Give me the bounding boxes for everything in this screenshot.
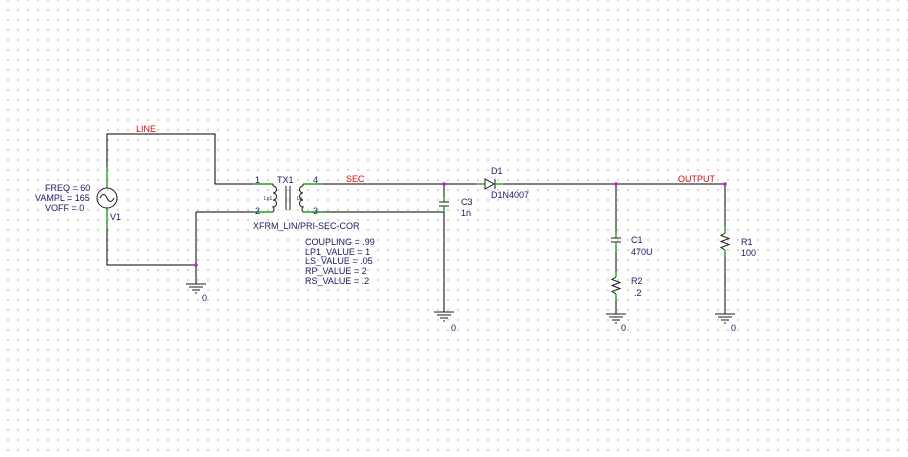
wire-line-net[interactable] [106,133,253,185]
tx1-pin2: 2 [255,206,260,216]
junction-sec[interactable] [442,182,446,186]
vsin-source-v1[interactable]: FREQ = 60 VAMPL = 165 VOFF = 0 V1 [35,167,121,229]
net-label-line[interactable]: LINE [136,124,156,134]
ground-3-label: 0 [621,323,626,333]
junction-c1[interactable] [614,182,618,186]
junctions [194,182,727,267]
d1-ref[interactable]: D1 [491,166,503,176]
tx1-primary-coil-label: Lp1 [264,196,273,202]
ground-2[interactable]: 0 [434,311,456,333]
tx1-secondary-coil-label: Ls [297,196,303,202]
tx1-param-ls[interactable]: LS_VALUE = .05 [305,256,373,266]
net-label-sec[interactable]: SEC [346,174,365,184]
ground-3[interactable]: 0 [606,313,626,333]
v1-ref[interactable]: V1 [110,212,121,222]
wire-v1-gnd[interactable] [106,229,196,266]
c1-ref[interactable]: C1 [631,235,643,245]
resistor-r2[interactable]: R2 .2 [610,272,643,314]
primary-coil [271,185,277,213]
r1-ref[interactable]: R1 [741,237,753,247]
ground-1[interactable]: 0 [186,283,207,303]
c3-value[interactable]: 1n [461,208,471,218]
tx1-param-lp1[interactable]: LP1_VALUE = 1 [305,247,370,257]
net-label-output[interactable]: OUTPUT [678,174,716,184]
r2-value[interactable]: .2 [634,288,642,298]
secondary-coil [299,185,305,213]
v1-param-voff[interactable]: VOFF = 0 [45,203,84,213]
d1-model[interactable]: D1N4007 [491,190,529,200]
tx1-param-rp[interactable]: RP_VALUE = 2 [305,266,367,276]
tx1-param-rs[interactable]: RS_VALUE = .2 [305,276,369,286]
ground-1-label: 0 [202,293,207,303]
tx1-pin1: 1 [255,175,260,185]
c1-value[interactable]: 470U [631,247,653,257]
junction-gnd[interactable] [194,263,198,267]
capacitor-c3[interactable]: C3 1n [439,197,473,218]
r1-value[interactable]: 100 [741,248,756,258]
ground-2-label: 0 [451,323,456,333]
capacitor-c1[interactable]: C1 470U [611,232,653,272]
tx1-param-coupling[interactable]: COUPLING = .99 [305,237,375,247]
ground-4-label: 0 [731,323,736,333]
tx1-model[interactable]: XFRM_LIN/PRI-SEC-COR [253,221,360,231]
diode-d1[interactable]: D1 D1N4007 [477,166,529,200]
c3-ref[interactable]: C3 [461,197,473,207]
tx1-pin3: 3 [313,206,318,216]
transformer-tx1[interactable]: 1 2 3 4 Lp1 Ls TX1 XFRM_LIN/PRI-SEC-COR … [253,175,375,286]
tx1-ref[interactable]: TX1 [277,175,294,185]
v1-param-freq[interactable]: FREQ = 60 [45,183,90,193]
ground-4[interactable]: 0 [715,313,736,333]
junction-output[interactable] [723,182,727,186]
v1-param-vampl[interactable]: VAMPL = 165 [35,193,90,203]
tx1-pin4: 4 [313,175,318,185]
resistor-r1[interactable]: R1 100 [719,226,756,314]
r2-ref[interactable]: R2 [631,276,643,286]
